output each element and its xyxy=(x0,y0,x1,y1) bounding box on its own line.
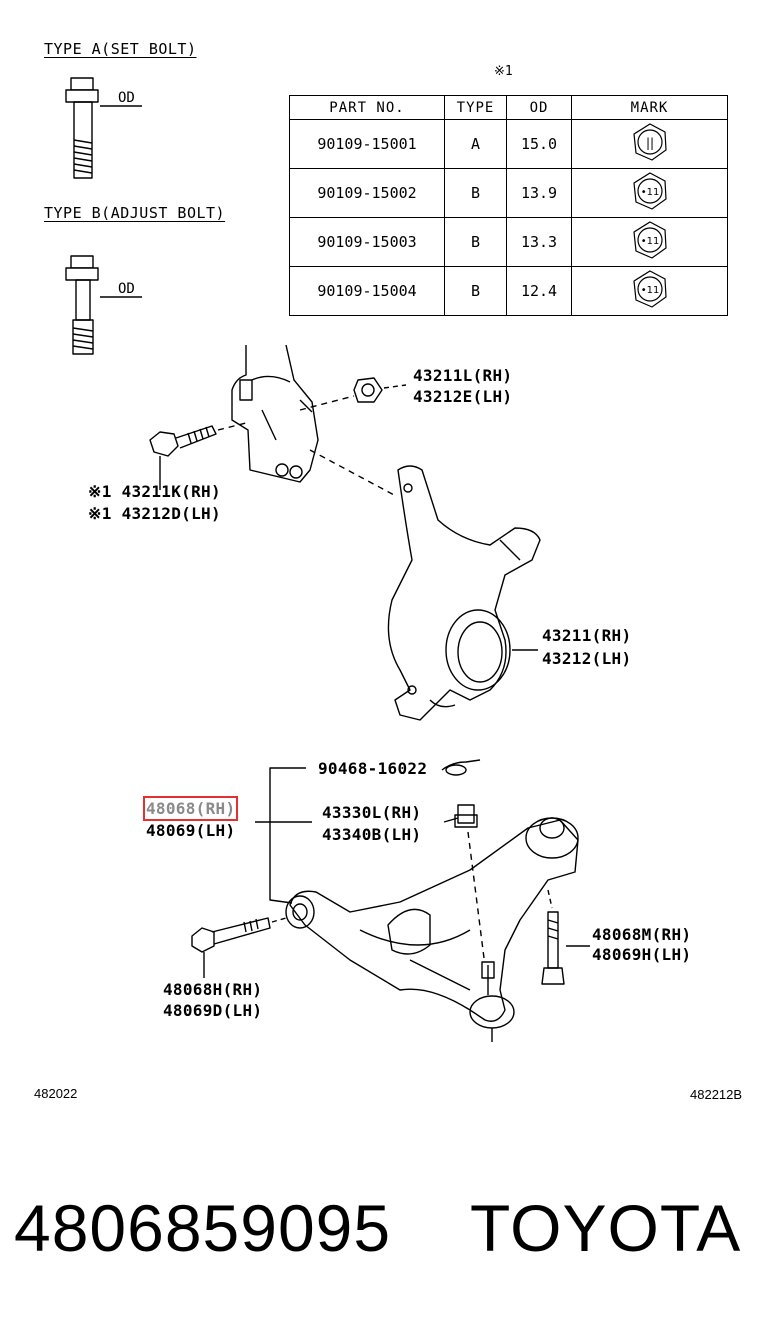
bolt-head-mark-icon: •11 xyxy=(632,221,667,259)
label-48068-highlighted[interactable]: 48068(RH) xyxy=(142,796,239,821)
mark-cell: •11 xyxy=(571,266,728,316)
mark-cell: •11 xyxy=(571,217,728,267)
part-no-cell[interactable]: 90109-15002 xyxy=(289,168,445,218)
label-48068M[interactable]: 48068M(RH) xyxy=(592,925,692,944)
nut-icon xyxy=(353,377,383,403)
arm-bolt-icon xyxy=(191,917,271,978)
col-header: OD xyxy=(506,95,572,120)
strut-bracket-icon xyxy=(231,344,319,483)
label-43211L[interactable]: 43211L(RH) xyxy=(413,366,513,385)
set-bolt-icon xyxy=(65,77,142,179)
od-cell: 12.4 xyxy=(506,266,572,316)
od-cell: 13.3 xyxy=(506,217,572,267)
label-43211K[interactable]: ※1 43211K(RH) xyxy=(88,482,221,501)
type-b-heading: TYPE B(ADJUST BOLT) xyxy=(44,204,226,222)
part-no-cell[interactable]: 90109-15003 xyxy=(289,217,445,267)
part-no-cell[interactable]: 90109-15004 xyxy=(289,266,445,316)
label-43212E[interactable]: 43212E(LH) xyxy=(413,387,513,406)
castle-nut-icon xyxy=(454,804,478,828)
part-no-cell[interactable]: 90109-15001 xyxy=(289,119,445,169)
type-cell: B xyxy=(444,217,507,267)
col-header: PART NO. xyxy=(289,95,445,120)
mark-text: •11 xyxy=(640,236,659,247)
mark-cell: || xyxy=(571,119,728,169)
label-43212D[interactable]: ※1 43212D(LH) xyxy=(88,504,221,523)
mark-text: •11 xyxy=(640,285,659,296)
part-number: 4806859095 xyxy=(14,1191,392,1265)
vertical-bolt-icon xyxy=(541,911,565,985)
cotter-pin-icon xyxy=(441,759,481,771)
lower-control-arm-icon xyxy=(285,817,579,1042)
table-row: 90109-15003 B 13.3 •11 xyxy=(289,217,728,267)
col-header: MARK xyxy=(571,95,728,120)
adjust-bolt-icon xyxy=(65,255,142,355)
steering-knuckle-icon xyxy=(387,465,541,721)
table-header-row: PART NO. TYPE OD MARK xyxy=(289,95,728,120)
mark-text: || xyxy=(645,136,653,150)
mark-text: •11 xyxy=(640,187,659,198)
col-header: TYPE xyxy=(444,95,507,120)
label-43211[interactable]: 43211(RH) xyxy=(542,626,632,645)
type-cell: B xyxy=(444,168,507,218)
brand-name: TOYOTA xyxy=(470,1191,742,1265)
label-48069H[interactable]: 48069H(LH) xyxy=(592,945,692,964)
table-note: ※1 xyxy=(494,64,513,79)
figure-code-left: 482022 xyxy=(34,1086,78,1101)
table-row: 90109-15004 B 12.4 •11 xyxy=(289,266,728,316)
label-43340B[interactable]: 43340B(LH) xyxy=(322,825,422,844)
type-a-heading: TYPE A(SET BOLT) xyxy=(44,40,197,58)
bolt-head-mark-icon: •11 xyxy=(632,270,667,308)
label-43212[interactable]: 43212(LH) xyxy=(542,649,632,668)
od-label-a: OD xyxy=(118,90,135,106)
label-43330L[interactable]: 43330L(RH) xyxy=(322,803,422,822)
od-cell: 15.0 xyxy=(506,119,572,169)
label-48069D[interactable]: 48069D(LH) xyxy=(163,1001,263,1020)
camber-bolt-icon xyxy=(149,425,217,490)
bolt-table: PART NO. TYPE OD MARK 90109-15001 A 15.0… xyxy=(289,95,728,316)
table-row: 90109-15001 A 15.0 || xyxy=(289,119,728,169)
type-cell: B xyxy=(444,266,507,316)
od-label-b: OD xyxy=(118,281,135,297)
figure-code-right: 482212B xyxy=(690,1087,743,1102)
table-row: 90109-15002 B 13.9 •11 xyxy=(289,168,728,218)
label-48069[interactable]: 48069(LH) xyxy=(146,821,236,840)
label-48068H[interactable]: 48068H(RH) xyxy=(163,980,263,999)
bolt-head-mark-icon: || xyxy=(632,123,667,161)
od-cell: 13.9 xyxy=(506,168,572,218)
label-90468[interactable]: 90468-16022 xyxy=(318,759,428,778)
mark-cell: •11 xyxy=(571,168,728,218)
bolt-head-mark-icon: •11 xyxy=(632,172,667,210)
